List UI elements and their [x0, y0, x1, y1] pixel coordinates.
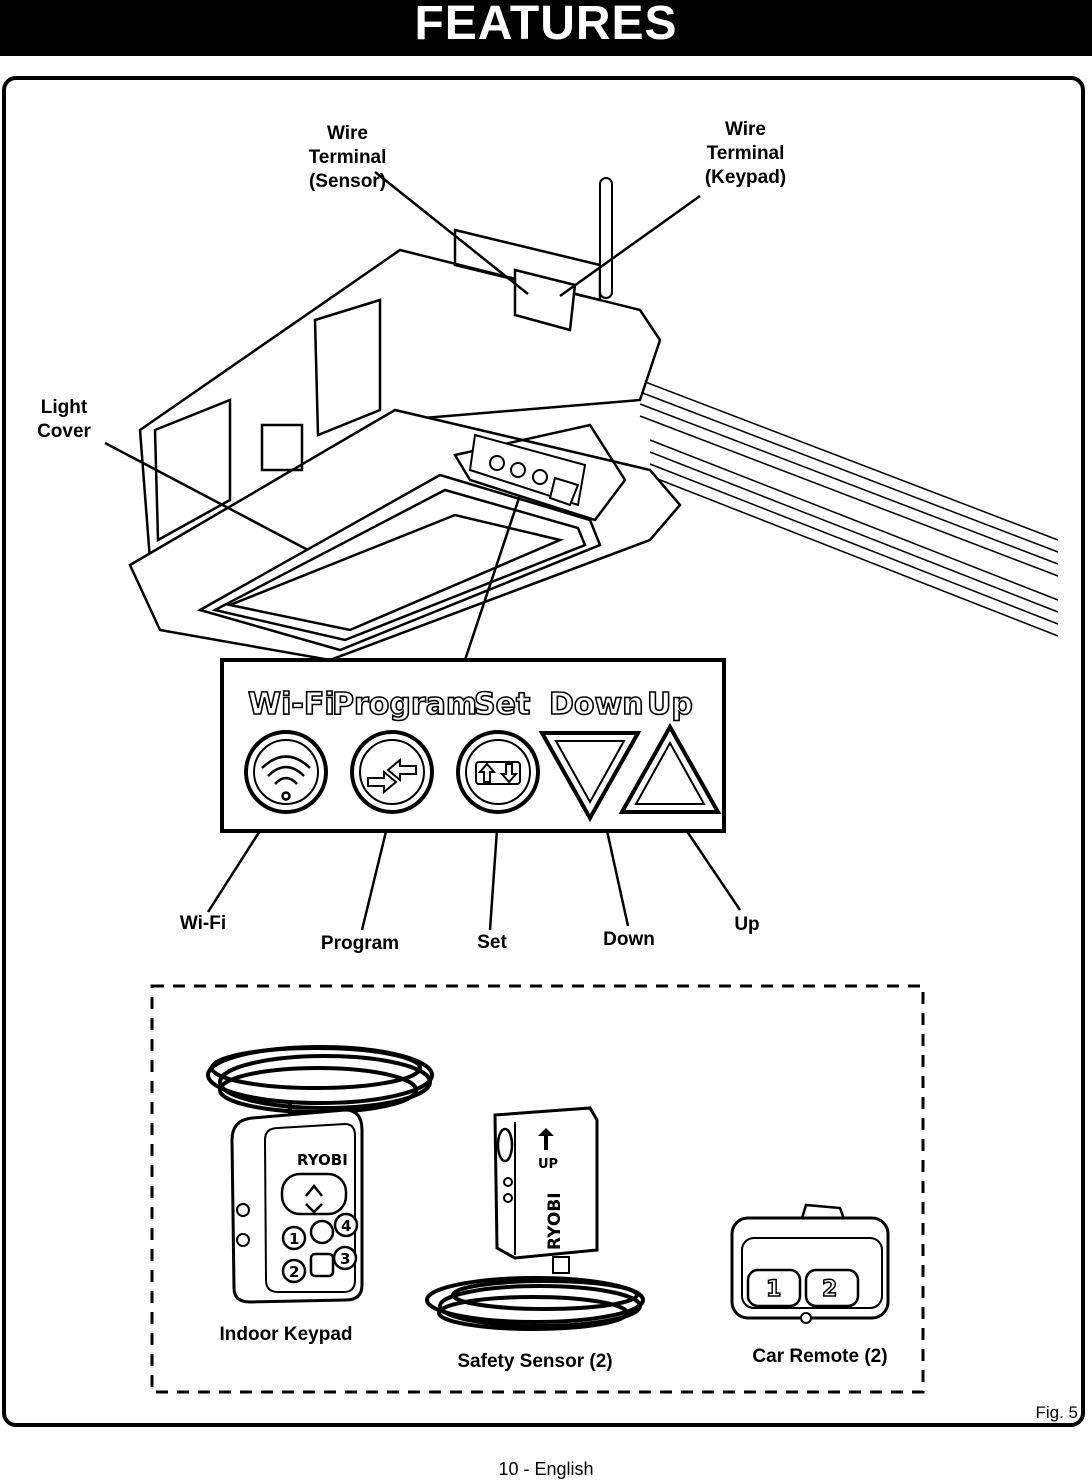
- keypad-wire: [206, 1045, 434, 1120]
- wifi-icon: [261, 755, 311, 801]
- label-set: Set: [477, 932, 507, 953]
- rail-track: [639, 379, 1059, 637]
- safety-sensor: UP RYOBI: [425, 1106, 645, 1331]
- label-wifi: Wi-Fi: [179, 913, 227, 934]
- keypad-key-4: 4: [341, 1217, 351, 1235]
- keypad-brand: RYOBI: [297, 1151, 348, 1169]
- label-wire-terminal-sensor: Wire Terminal (Sensor): [308, 123, 387, 192]
- label-car-remote: Car Remote (2): [752, 1346, 888, 1367]
- panel-label-wifi: Wi-Fi: [248, 687, 335, 722]
- label-wire-terminal-keypad: Wire Terminal (Keypad): [704, 119, 787, 188]
- up-down-arrows-icon: [475, 761, 521, 785]
- label-light-cover: Light Cover: [37, 397, 91, 442]
- remote-button-1: [746, 1268, 802, 1308]
- label-indoor-keypad: Indoor Keypad: [219, 1324, 353, 1345]
- keypad-key-1: 1: [289, 1230, 299, 1248]
- keypad-up-down-button: [280, 1172, 348, 1216]
- wifi-button[interactable]: [244, 730, 328, 814]
- page-footer: 10 - English: [498, 1459, 594, 1479]
- keypad-lock-icon: [309, 1252, 335, 1278]
- sensor-up-text: UP: [538, 1157, 558, 1172]
- label-safety-sensor: Safety Sensor (2): [457, 1351, 613, 1372]
- sensor-wire: [425, 1276, 645, 1331]
- label-up: Up: [734, 914, 760, 935]
- label-program: Program: [320, 933, 400, 954]
- keypad-key-2: 2: [289, 1263, 299, 1281]
- program-button[interactable]: [350, 730, 434, 814]
- set-button[interactable]: [456, 730, 540, 814]
- opener-control-strip: [468, 433, 587, 507]
- indoor-keypad: RYOBI 1 4 2 3: [206, 1045, 434, 1304]
- label-down: Down: [603, 929, 655, 950]
- keypad-light-icon: [309, 1219, 335, 1245]
- up-button[interactable]: [618, 722, 722, 814]
- remote-led: [800, 1312, 812, 1324]
- up-arrow-icon: [538, 1128, 554, 1150]
- opener-body: [128, 228, 682, 662]
- panel-label-set: Set: [474, 687, 530, 722]
- figure-caption: Fig. 5: [1035, 1403, 1078, 1422]
- control-panel: Wi-Fi Program Set Down Up: [220, 658, 726, 833]
- remote-key-1: 1: [766, 1277, 781, 1302]
- remote-button-2: [804, 1268, 860, 1308]
- figure-frame: [2, 76, 1085, 1427]
- sync-arrows-icon: [367, 757, 417, 795]
- panel-label-up: Up: [647, 687, 693, 722]
- antenna: [599, 177, 613, 299]
- accessories-box: [150, 984, 925, 1394]
- page-title: FEATURES: [0, 0, 1092, 56]
- panel-label-program: Program: [332, 687, 477, 722]
- remote-key-2: 2: [822, 1277, 837, 1302]
- keypad-key-3: 3: [340, 1250, 350, 1268]
- car-remote: 1 2: [730, 1203, 890, 1324]
- down-button[interactable]: [538, 731, 642, 823]
- sensor-brand: RYOBI: [545, 1192, 565, 1250]
- panel-label-down: Down: [549, 687, 644, 722]
